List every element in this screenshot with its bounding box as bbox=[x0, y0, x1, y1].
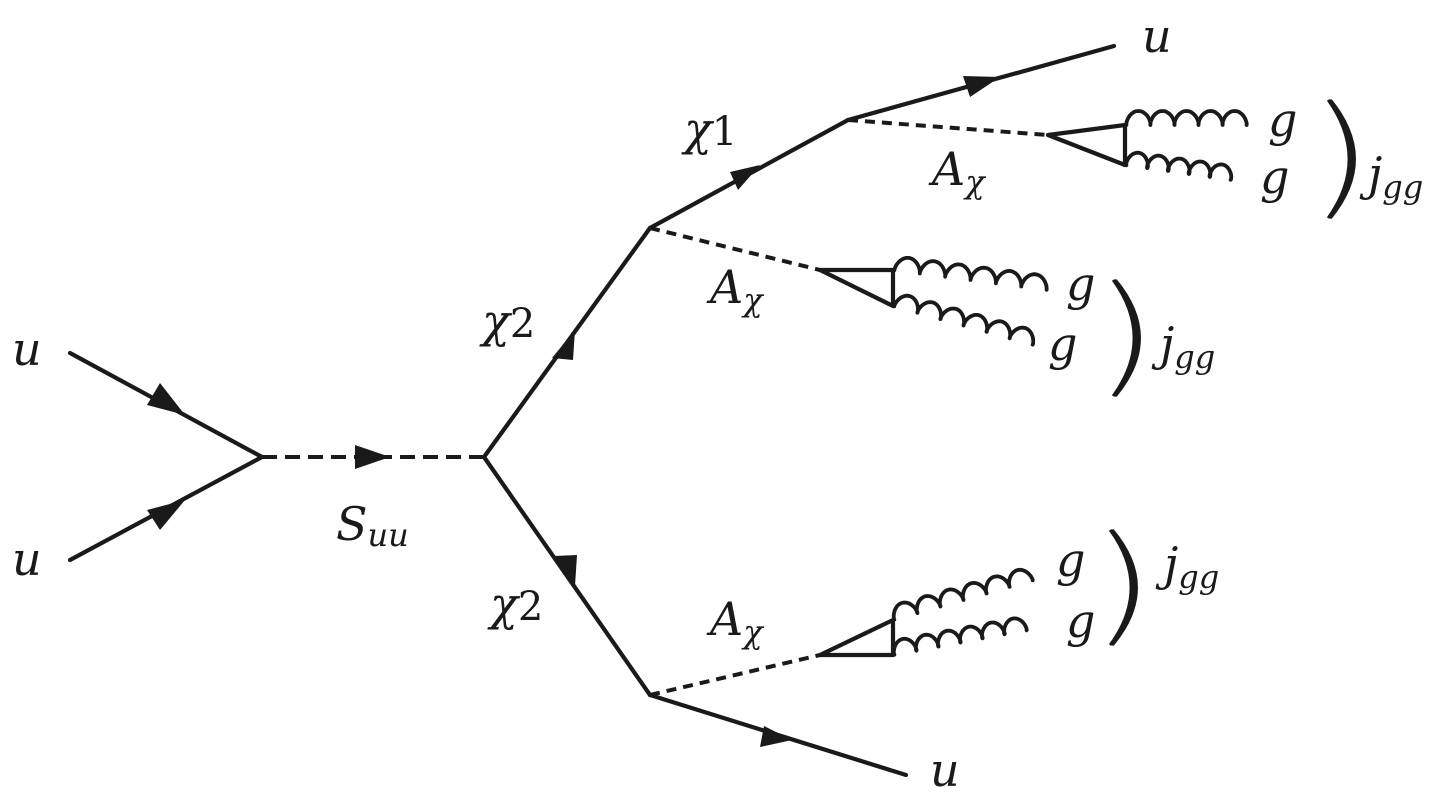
loop-triangle-3 bbox=[817, 617, 896, 658]
gluon-1b bbox=[1124, 150, 1234, 182]
arrow-outgoing-top bbox=[963, 76, 1000, 97]
label-in-bottom: u bbox=[12, 532, 42, 586]
label-a-chi-1: Aχ bbox=[928, 142, 986, 201]
jet-bracket-1 bbox=[1326, 99, 1356, 219]
label-jet-1: jgg bbox=[1359, 147, 1423, 206]
gluon-1a bbox=[1124, 109, 1249, 127]
arrow-chi1 bbox=[730, 165, 760, 190]
label-chi2-upper: χ2 bbox=[479, 294, 535, 348]
loop-triangle-2 bbox=[817, 267, 896, 309]
a-chi-line-3 bbox=[649, 653, 821, 697]
arrow-chi2-lower bbox=[554, 555, 577, 586]
arrow-incoming-top bbox=[147, 383, 185, 415]
arrow-chi2-upper bbox=[552, 330, 575, 360]
gluon-2b bbox=[892, 293, 1036, 347]
jet-bracket-2 bbox=[1111, 279, 1141, 397]
label-chi1: χ1 bbox=[681, 102, 737, 156]
label-g-1b: g bbox=[1260, 150, 1289, 204]
arrow-outgoing-bottom bbox=[760, 726, 792, 747]
label-mediator: Suu bbox=[336, 497, 409, 554]
jet-brackets bbox=[1108, 99, 1356, 646]
a-chi-line-2 bbox=[649, 226, 821, 272]
label-chi2-lower: χ2 bbox=[487, 577, 543, 631]
chi2-lower-line bbox=[481, 454, 653, 698]
label-g-2b: g bbox=[1048, 317, 1077, 371]
gluon-3b bbox=[891, 616, 1029, 657]
label-g-2a: g bbox=[1066, 257, 1095, 311]
arrow-incoming-bottom bbox=[147, 500, 185, 530]
label-jet-3: jgg bbox=[1155, 537, 1219, 596]
label-out-u-bottom: u bbox=[930, 743, 960, 797]
label-g-1a: g bbox=[1268, 93, 1297, 147]
label-a-chi-3: Aχ bbox=[706, 592, 764, 651]
label-a-chi-2: Aχ bbox=[706, 260, 764, 319]
loop-triangle-1 bbox=[1045, 122, 1128, 168]
arrow-mediator bbox=[355, 445, 390, 469]
label-in-top: u bbox=[12, 322, 42, 376]
label-out-u-top: u bbox=[1142, 9, 1172, 63]
gluon-2a bbox=[892, 255, 1049, 292]
label-jet-2: jgg bbox=[1151, 317, 1215, 376]
label-g-3b: g bbox=[1066, 594, 1095, 648]
jet-bracket-3 bbox=[1108, 529, 1138, 646]
label-g-3a: g bbox=[1056, 533, 1085, 587]
a-chi-line-1 bbox=[847, 118, 1049, 137]
gluon-lines bbox=[891, 109, 1249, 657]
gluon-3a bbox=[891, 567, 1035, 622]
